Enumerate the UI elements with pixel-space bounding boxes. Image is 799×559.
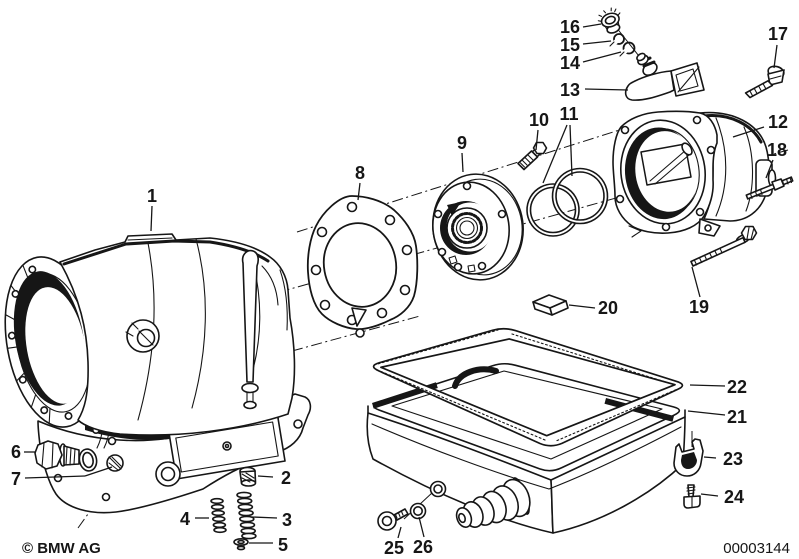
part-25-plug-screw: [377, 508, 409, 531]
part-11-o-rings: [526, 167, 609, 237]
part-13-speedo-drive: [624, 52, 705, 101]
callout-1: 1: [147, 186, 157, 206]
part-9-oil-pump: [432, 173, 524, 281]
part-4-spring: [210, 497, 227, 534]
callout-2: 2: [281, 468, 291, 488]
callout-13: 13: [560, 80, 580, 100]
part-3-spring: [236, 491, 257, 540]
part-23-clamp: [673, 438, 704, 477]
callout-14: 14: [560, 53, 580, 73]
callout-7: 7: [11, 469, 21, 489]
callout-15: 15: [560, 35, 580, 55]
part-14-clip: [618, 41, 636, 58]
part-21-oil-pan: [366, 362, 686, 534]
callout-11: 11: [559, 104, 578, 124]
callout-12: 12: [768, 112, 788, 132]
drain-fitting: [455, 477, 531, 528]
callout-18: 18: [767, 140, 787, 160]
callout-8: 8: [355, 163, 365, 183]
callout-20: 20: [598, 298, 618, 318]
part-5-seat: [233, 537, 249, 551]
part-15-c-washer: [608, 33, 625, 49]
part-17-bolt: [744, 65, 785, 99]
callout-24: 24: [724, 487, 744, 507]
part-22-pan-gasket: [372, 327, 684, 447]
callout-26: 26: [413, 537, 433, 557]
callout-16: 16: [560, 17, 580, 37]
selector-rod: [241, 249, 259, 410]
leader-lines: [24, 23, 778, 544]
callout-4: 4: [180, 509, 190, 529]
callout-25: 25: [384, 538, 404, 558]
part-16-cap: [597, 7, 621, 34]
callout-5: 5: [278, 535, 288, 555]
part-19-bolt: [690, 225, 758, 267]
part-10-bolt: [517, 141, 548, 171]
part-20-magnet: [532, 294, 569, 316]
part-26-seal-ring: [409, 502, 427, 520]
callout-17: 17: [768, 24, 788, 44]
callout-22: 22: [727, 377, 747, 397]
filter-port: [155, 461, 181, 487]
filler-boss: [125, 319, 160, 353]
part-2-plug: [239, 466, 257, 487]
callout-23: 23: [723, 449, 743, 469]
part-12-extension-housing: [612, 110, 777, 238]
pan-drain-hole: [429, 480, 447, 498]
callout-3: 3: [282, 510, 292, 530]
part-8-gasket: [306, 195, 419, 338]
callout-6: 6: [11, 442, 21, 462]
callout-9: 9: [457, 133, 467, 153]
part-6-drain-plug: [34, 440, 80, 470]
drawing-number: 00003144: [723, 540, 790, 557]
callout-21: 21: [727, 407, 747, 427]
part-7-seal-ring: [78, 448, 98, 472]
part-24-screw: [683, 484, 701, 509]
part-1-transmission-housing: [4, 233, 312, 514]
copyright-text: © BMW AG: [22, 540, 101, 557]
callout-10: 10: [529, 110, 549, 130]
callout-19: 19: [689, 297, 709, 317]
part-18-stud: [745, 176, 794, 200]
